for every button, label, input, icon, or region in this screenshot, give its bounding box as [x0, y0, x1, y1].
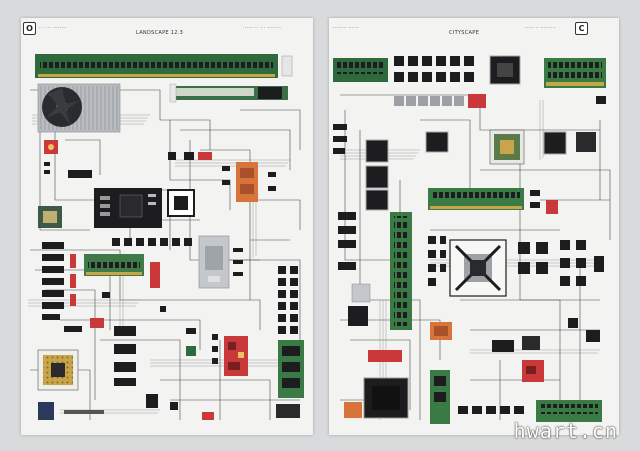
right-ic-2: [365, 165, 389, 189]
left-blue-chip: [38, 402, 54, 420]
right-poster-subtitle-right: ····· ·· ·········: [525, 26, 557, 31]
left-poster-subtitle-left: ··· ··· ········: [39, 26, 67, 31]
right-poster-badge: C: [575, 22, 588, 35]
left-ram-contacts: [38, 74, 275, 77]
site-watermark: hwart.cn: [513, 419, 618, 443]
right-poster-title: CITYSCAPE: [449, 30, 480, 36]
right-red-strip: [368, 350, 402, 362]
left-memory-grid: [278, 266, 298, 334]
left-socket: [167, 189, 195, 217]
right-silver-chip: [351, 283, 371, 303]
right-red-part: [468, 94, 486, 108]
right-ic-1: [365, 139, 389, 163]
left-ram-chips: [40, 58, 273, 70]
left-connector: [276, 404, 300, 418]
right-grey-chip-row: [394, 96, 464, 106]
right-ic-3: [365, 189, 389, 211]
right-chip-grid: [394, 56, 474, 82]
right-bottom-chip-row: [458, 406, 524, 414]
left-poster-badge: O: [23, 22, 36, 35]
right-poster-subtitle-left: ········ ······: [333, 26, 359, 31]
left-chip-column: [42, 242, 64, 320]
left-poster-subtitle-right: ······ ·· ··· ········: [243, 26, 282, 31]
right-chip-cluster: [428, 236, 604, 286]
left-poster-title: LANDSCAPE 12.3: [136, 30, 184, 36]
left-chip-row: [112, 238, 192, 246]
